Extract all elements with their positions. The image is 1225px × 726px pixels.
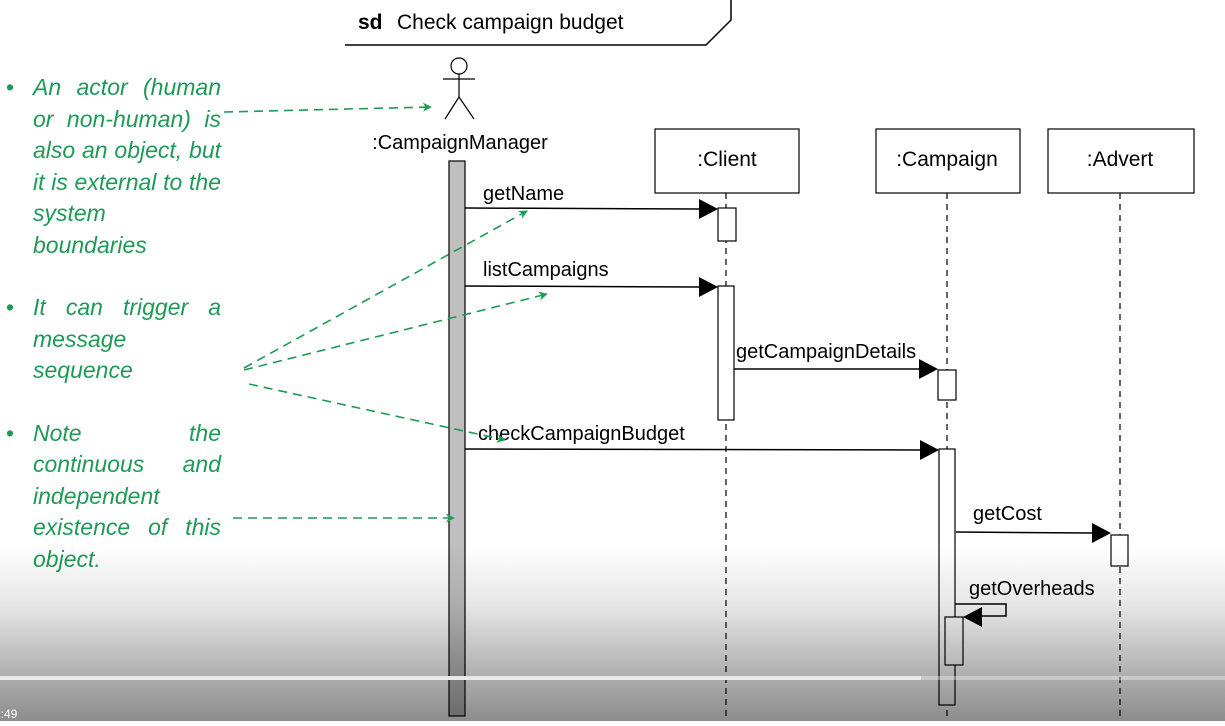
sd-frame: sd Check campaign budget [345,0,732,46]
note-text: Note the continuous and independent exis… [33,419,221,572]
message-getname: getName [464,183,718,219]
annotation-notes: • An actor (human or non-human) is also … [6,72,221,606]
campaign-label: :Campaign [896,148,998,171]
note-existence: • Note the continuous and independent ex… [6,418,221,576]
actor-stick-figure-icon [443,57,475,120]
video-progress-played [0,676,922,680]
note-trigger: • It can trigger a message sequence [6,292,221,387]
message-label: getName [483,183,564,205]
bullet-icon: • [6,419,15,446]
message-label: checkCampaignBudget [478,423,685,445]
note-text: An actor (human or non-human) is also an… [33,74,221,258]
note-text: It can trigger a message sequence [33,294,221,383]
frame-keyword: sd [358,11,383,34]
campaign-activation-details [937,369,957,401]
message-listcampaigns: listCampaigns [464,259,718,297]
client-label: :Client [697,148,757,171]
frame-title: Check campaign budget [397,11,624,34]
video-time: 2:49 [0,707,18,721]
lifeline-client: :Client [654,128,800,721]
bullet-icon: • [6,294,15,320]
lifeline-advert: :Advert [1047,128,1195,721]
message-getcost: getCost [955,503,1111,543]
note-actor: • An actor (human or non-human) is also … [6,72,221,261]
campaign-activation-overheads [944,616,964,666]
client-activation-listcampaigns [717,285,735,421]
message-label: getOverheads [969,578,1095,600]
bullet-icon: • [6,74,15,100]
client-activation-getname [717,207,737,242]
campaign-activation-budget [938,448,956,706]
advert-activation-getcost [1110,534,1129,567]
annotation-arrows [223,102,548,523]
actor-activation-bar [448,160,466,717]
advert-label: :Advert [1087,148,1154,171]
message-getoverheads: getOverheads [955,578,1095,627]
video-progress-bar[interactable] [0,676,1225,680]
message-getcampaigndetails: getCampaignDetails [734,341,938,379]
message-label: getCost [973,503,1042,525]
actor-label: :CampaignManager [372,132,548,154]
message-checkcampaignbudget: checkCampaignBudget [464,423,939,460]
message-label: getCampaignDetails [736,341,916,363]
message-label: listCampaigns [483,259,609,281]
lifeline-campaign: :Campaign [875,128,1021,721]
